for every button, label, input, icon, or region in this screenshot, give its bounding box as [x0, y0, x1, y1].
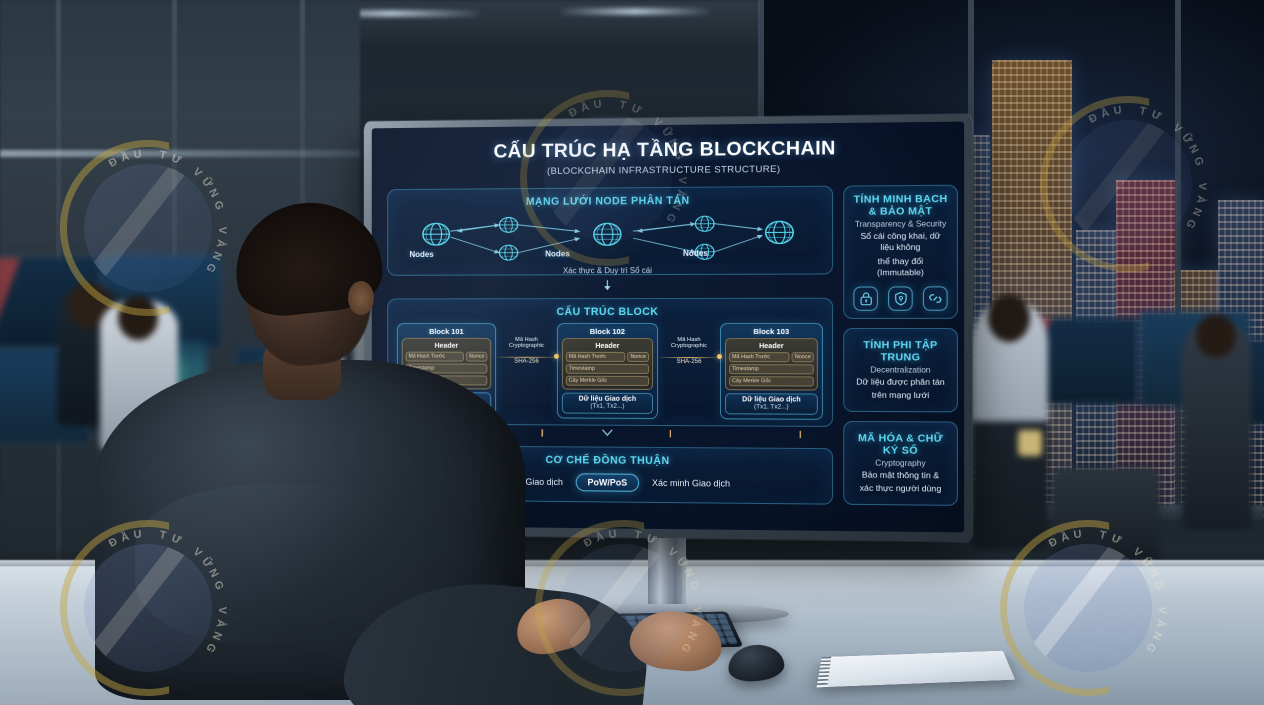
- feature-english: Transparency & Security: [855, 219, 946, 229]
- feature-icon-row: [853, 287, 947, 311]
- tx-sub: (Tx1, Tx2...): [728, 403, 815, 410]
- block-transactions: Dữ liệu Giao dịch (Tx1, Tx2...): [562, 392, 653, 413]
- block-header-label: Header: [566, 341, 649, 350]
- glass-highlight: [0, 150, 360, 157]
- feature-english: Decentralization: [870, 365, 930, 374]
- lock-glyph: [859, 292, 872, 306]
- block-header: Header Mã Hash Trước Nonce Timestamp: [562, 338, 653, 390]
- feature-cryptography[interactable]: MÃ HÓA & CHỮ KÝ SỐ Cryptography Bảo mật …: [843, 421, 958, 506]
- hash-connector-line: [660, 357, 718, 358]
- block-header: Header Mã Hash Trước Nonce Timestamp: [725, 338, 818, 391]
- shield-icon: [888, 287, 913, 311]
- background-person-head: [1196, 314, 1236, 358]
- block-103[interactable]: Block 103 Header Mã Hash Trước Nonce: [720, 323, 823, 420]
- field-merkle-root: Cây Merkle Gốc: [729, 376, 814, 386]
- field-nonce: Nonce: [792, 352, 814, 362]
- field-timestamp: Timestamp: [729, 364, 814, 374]
- infographic-right-column: TÍNH MINH BẠCH & BẢO MẬT Transparency & …: [843, 185, 958, 506]
- flow-arrow-down-icon: [601, 280, 613, 291]
- feature-title: MÃ HÓA & CHỮ KÝ SỐ: [853, 432, 947, 457]
- foreground-person: [95, 185, 565, 705]
- background-person-head: [988, 294, 1030, 342]
- feature-desc-line1: Sổ cái công khai, dữ liệu không: [853, 230, 947, 253]
- feature-desc-line2: trên mạng lưới: [872, 390, 930, 402]
- block-name: Block 103: [725, 327, 818, 336]
- feature-decentralization[interactable]: TÍNH PHI TẬP TRUNG Decentralization Dữ l…: [843, 328, 958, 412]
- block-transactions: Dữ liệu Giao dịch (Tx1, Tx2...): [725, 393, 818, 415]
- shield-glyph: [894, 292, 907, 306]
- field-prev-hash: Mã Hash Trước: [566, 352, 626, 362]
- block-name: Block 102: [562, 327, 653, 336]
- feature-desc-line1: Dữ liệu được phân tán: [856, 376, 944, 388]
- desk-object: [1018, 430, 1042, 456]
- lock-icon: [853, 287, 877, 311]
- window-frame: [1175, 0, 1181, 520]
- hash-link-2: Mã Hash Cryptographic SHA-256: [658, 323, 720, 365]
- ceiling-light: [560, 8, 710, 15]
- tx-sub: (Tx1, Tx2...): [565, 402, 650, 409]
- field-prev-hash: Mã Hash Trước: [729, 352, 790, 362]
- feature-english: Cryptography: [875, 458, 925, 467]
- consensus-mechanism-chip[interactable]: PoW/PoS: [576, 473, 639, 491]
- block-header-label: Header: [729, 341, 814, 350]
- node-label-right: Nodes: [683, 248, 708, 257]
- feature-title: TÍNH MINH BẠCH & BẢO MẬT: [853, 193, 947, 218]
- office-chair: [1052, 468, 1160, 560]
- field-timestamp: Timestamp: [566, 363, 649, 373]
- feature-desc-line1: Bảo mật thông tin &: [862, 469, 939, 481]
- consensus-right-label: Xác minh Giao dịch: [652, 477, 730, 488]
- feature-transparency-security[interactable]: TÍNH MINH BẠCH & BẢO MẬT Transparency & …: [843, 185, 958, 320]
- feature-desc-line2: thể thay đổi (Immutable): [853, 256, 947, 279]
- infographic-title: CẤU TRÚC HẠ TẦNG BLOCKCHAIN: [387, 136, 947, 165]
- link-icon: [923, 287, 948, 311]
- link-glyph: [928, 292, 942, 306]
- field-nonce: Nonce: [628, 352, 649, 362]
- hash-algo: SHA-256: [658, 358, 720, 365]
- block-102[interactable]: Block 102 Header Mã Hash Trước Nonce: [557, 323, 658, 419]
- infographic-subtitle: (BLOCKCHAIN INFRASTRUCTURE STRUCTURE): [387, 162, 947, 178]
- feature-title: TÍNH PHI TẬP TRUNG: [853, 339, 947, 363]
- person-ear: [348, 281, 374, 315]
- feature-desc-line2: xác thực người dùng: [860, 483, 942, 495]
- field-merkle-root: Cây Merkle Gốc: [566, 375, 649, 385]
- hash-link-line2: Cryptographic: [658, 343, 720, 350]
